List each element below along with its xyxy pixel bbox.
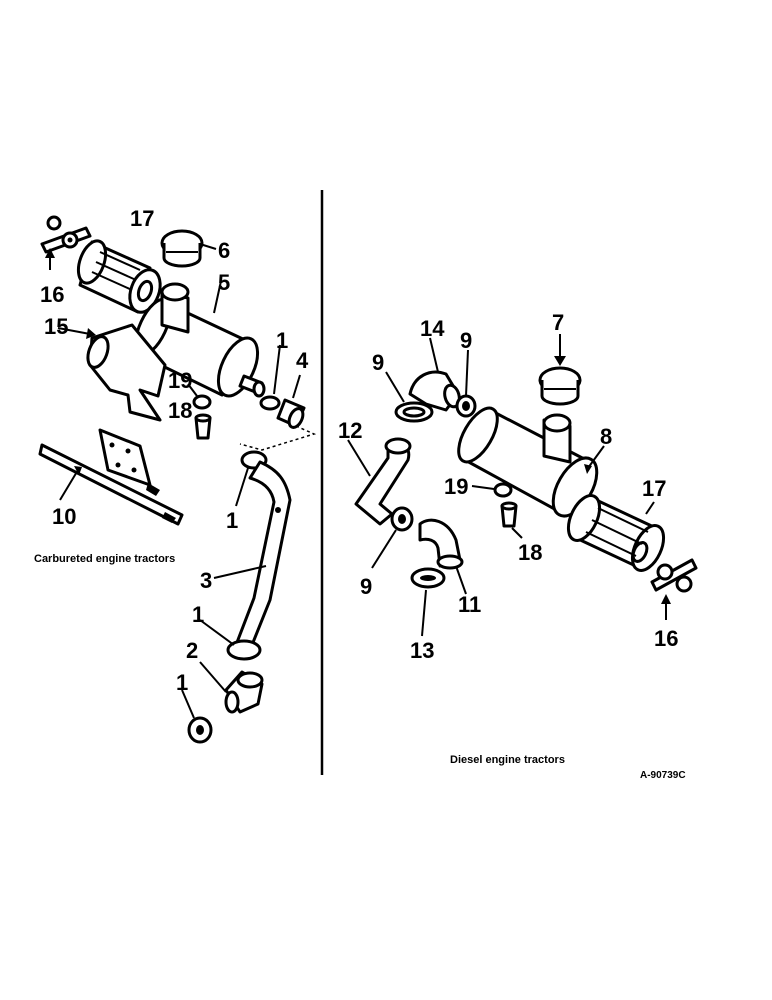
precleaner-cap-7 <box>538 334 582 406</box>
clamp-1-bottom <box>181 689 213 744</box>
callout-2: 2 <box>186 638 198 663</box>
callout-17-right: 17 <box>642 476 666 501</box>
filter-element-17-left <box>76 239 162 314</box>
carbureted-assembly <box>38 215 317 744</box>
caption-carbureted: Carbureted engine tractors <box>34 553 175 565</box>
filter-element-17-right <box>566 494 666 572</box>
callout-7: 7 <box>552 310 564 335</box>
callout-13: 13 <box>410 638 434 663</box>
callout-14: 14 <box>420 316 445 341</box>
callout-16-left: 16 <box>40 282 64 307</box>
dust-valve-18-left <box>194 413 212 440</box>
callout-9-lower: 9 <box>360 574 372 599</box>
callout-18-left: 18 <box>168 398 192 423</box>
callout-18-right: 18 <box>518 540 542 565</box>
fitting-19-left <box>187 383 212 410</box>
diesel-assembly <box>347 334 698 637</box>
callout-16-right: 16 <box>654 626 678 651</box>
elbow-11 <box>418 518 467 595</box>
callout-17-left: 17 <box>130 206 154 231</box>
callout-1-lower: 1 <box>192 602 204 627</box>
callout-4: 4 <box>296 348 309 373</box>
figure-reference: A-90739C <box>640 770 686 781</box>
callout-12: 12 <box>338 418 362 443</box>
dust-valve-18-right <box>500 501 523 539</box>
callout-1-top: 1 <box>276 328 288 353</box>
clamp-1-lower <box>199 619 262 661</box>
callout-11: 11 <box>458 592 481 617</box>
callout-3: 3 <box>200 568 212 593</box>
air-cleaner-body-8 <box>457 406 605 518</box>
callout-6: 6 <box>218 238 230 263</box>
elbow-14 <box>408 337 461 412</box>
callout-9-right: 9 <box>460 328 472 353</box>
callout-19-right: 19 <box>444 474 468 499</box>
clamp-1-top <box>259 344 281 411</box>
callout-15: 15 <box>44 314 68 339</box>
callout-1-bottom: 1 <box>176 670 188 695</box>
caption-diesel: Diesel engine tractors <box>450 754 565 766</box>
callout-10: 10 <box>52 504 76 529</box>
mounting-bracket-16-left <box>40 215 92 270</box>
hose-4 <box>239 374 317 451</box>
callout-19-left: 19 <box>168 368 192 393</box>
clamp-9-right <box>455 349 477 418</box>
clamp-13 <box>410 567 446 637</box>
hose-3 <box>213 460 292 652</box>
mounting-bracket-16-right <box>650 558 698 620</box>
clamp-9-lower <box>371 506 414 569</box>
mounting-plate-10 <box>38 428 184 526</box>
hose-12 <box>347 437 412 526</box>
air-cleaner-body-5 <box>134 280 266 398</box>
elbow-2 <box>199 661 264 714</box>
callout-9-left: 9 <box>372 350 384 375</box>
clamp-9-left <box>385 371 434 423</box>
callout-8: 8 <box>600 424 612 449</box>
callouts-left: 16 17 6 5 15 1 4 19 18 10 1 3 1 2 1 <box>40 206 309 695</box>
callouts-right: 14 9 9 7 12 8 19 17 18 9 11 13 16 <box>338 310 678 663</box>
fitting-19-right <box>471 482 513 498</box>
callout-1-hose: 1 <box>226 508 238 533</box>
callout-5: 5 <box>218 270 230 295</box>
heat-shield-15 <box>57 323 167 422</box>
precleaner-cap-6 <box>160 229 217 268</box>
